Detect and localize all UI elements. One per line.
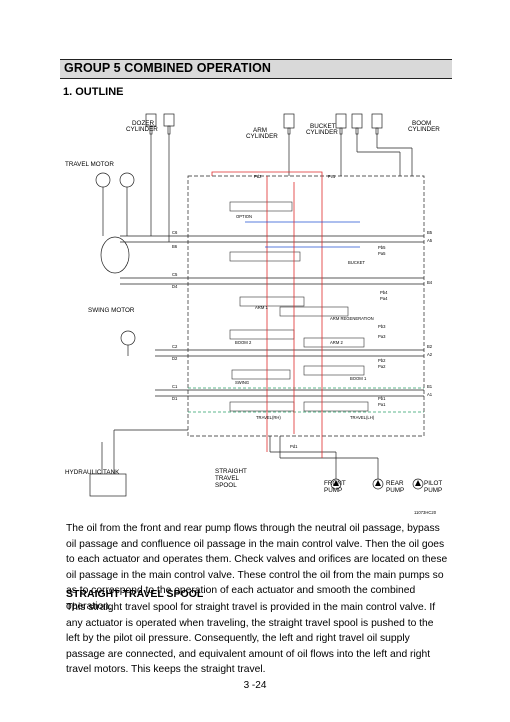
spool-label-arm2: ARM 2 (330, 340, 343, 345)
port-a5: A5 (427, 238, 433, 243)
label-swing-motor: SWING MOTOR (88, 307, 135, 314)
label-hydraulic-tank: HYDRAULIC TANK (65, 469, 120, 476)
label-arm-1: ARM (253, 127, 267, 134)
pilot-pa2: Pa2 (378, 364, 386, 369)
hydraulic-circuit-diagram: DOZER CYLINDER ARM CYLINDER BUCKET CYLIN… (65, 113, 442, 515)
travel-motor-icon (95, 172, 111, 188)
group-title-bar: GROUP 5 COMBINED OPERATION (60, 59, 452, 79)
label-bucket-2: CYLINDER (306, 129, 338, 136)
spool-label-option: OPTION (236, 214, 252, 219)
spool-label-boom2: BOOM 2 (235, 340, 252, 345)
page-number: 3 -24 (243, 680, 267, 691)
label-arm-2: CYLINDER (246, 133, 278, 140)
pilot-pb1: Pb1 (378, 396, 386, 401)
paragraph-outline: The oil from the front and rear pump flo… (66, 523, 448, 612)
arm-cylinder-icon (283, 113, 295, 135)
pilot-pa3: Pa3 (378, 334, 386, 339)
spool-label-travel-rh: TRAVEL(RH) (256, 415, 281, 420)
port-b2: B2 (427, 344, 433, 349)
port-b4: B4 (427, 280, 433, 285)
label-rear-pump-1: REAR (386, 480, 404, 487)
subheading-straight-travel-spool: STRAIGHT TRAVEL SPOOL (66, 588, 204, 600)
pilot-pc1: Pc1 (328, 174, 336, 179)
pilot-pd1: Pd1 (290, 444, 298, 449)
group-title: GROUP 5 COMBINED OPERATION (64, 61, 272, 75)
spool-label-travel-lh: TRAVEL(LH) (350, 415, 375, 420)
pilot-pa5: Pa5 (378, 251, 386, 256)
pilot-pd2: Pd2 (254, 174, 262, 179)
boom-cylinder-icon (351, 113, 383, 135)
port-a2: A2 (427, 352, 433, 357)
hydraulic-tank-icon (89, 473, 127, 497)
label-front-pump-2: PUMP (324, 487, 342, 494)
pilot-pb5: Pb5 (378, 245, 386, 250)
figure-code: 11073HC20 (414, 510, 437, 515)
port-c6: C6 (172, 230, 178, 235)
port-c5: C5 (172, 272, 178, 277)
spool-label-arm1: ARM 1 (255, 305, 268, 310)
pilot-pa4: Pa4 (380, 296, 388, 301)
port-d2: D2 (172, 356, 178, 361)
spool-label-boom1: BOOM 1 (350, 376, 367, 381)
pilot-pb2: Pb2 (378, 358, 386, 363)
label-bucket-1: BUCKET (310, 123, 336, 130)
port-b6: B6 (172, 244, 178, 249)
label-stspool-2: TRAVEL (215, 475, 240, 482)
label-front-pump-1: FRONT (324, 480, 346, 487)
label-stspool-1: STRAIGHT (215, 468, 247, 475)
label-boom-2: CYLINDER (408, 126, 440, 133)
spool-label-swing: SWING (235, 380, 249, 385)
label-rear-pump-2: PUMP (386, 487, 404, 494)
paragraph-straight-travel: This straight travel spool for straight … (66, 602, 436, 676)
port-a1: A1 (427, 392, 433, 397)
pilot-pump-icon (412, 478, 424, 490)
label-pilot-pump-2: PUMP (424, 487, 442, 494)
port-b1: B1 (427, 384, 433, 389)
pilot-pb4: Pb4 (380, 290, 388, 295)
port-d4: D4 (172, 284, 178, 289)
port-b5: B5 (427, 230, 433, 235)
spool-label-bucket: BUCKET (348, 260, 365, 265)
label-dozer-1: DOZER (132, 120, 154, 127)
port-d1: D1 (172, 396, 178, 401)
spool-label-arm-regen: ARM REGENERATION (330, 316, 374, 321)
label-pilot-pump-1: PILOT (424, 480, 442, 487)
swing-motor-icon (120, 330, 136, 346)
label-stspool-3: SPOOL (215, 482, 237, 489)
pilot-pb3: Pb3 (378, 324, 386, 329)
label-boom-1: BOOM (412, 120, 431, 127)
pilot-pa1: Pa1 (378, 402, 386, 407)
port-c1: C1 (172, 384, 178, 389)
label-dozer-2: CYLINDER (126, 126, 158, 133)
label-travel-motor: TRAVEL MOTOR (65, 161, 114, 168)
section-title: 1. OUTLINE (63, 86, 124, 98)
port-c2: C2 (172, 344, 178, 349)
